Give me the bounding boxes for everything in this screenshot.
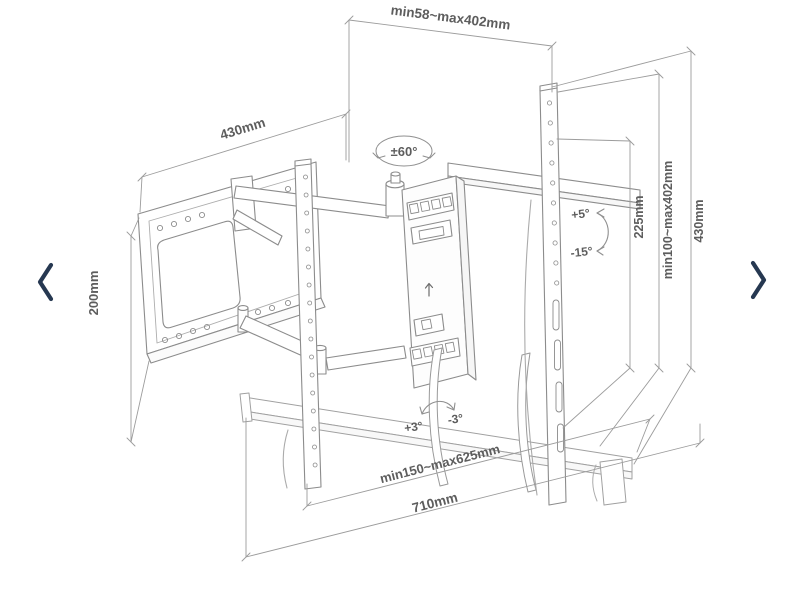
tilt-down-label: -15° [570,244,594,260]
dim-top-span-label: min58~max402mm [390,2,511,32]
tv-rail-left [282,158,322,490]
roll-symbol [419,400,456,415]
tilt-symbol [596,208,609,256]
tv-rail-right [524,82,567,506]
swivel-range-label: ±60° [391,144,418,159]
wall-plate [137,161,326,364]
orientation-arrow-icon [424,282,434,297]
swivel-symbol [372,135,436,167]
prev-image-button[interactable] [26,252,66,312]
vesa-bracket [401,175,477,389]
dim-inner-height-label: 225mm [632,195,646,238]
tilt-up-label: +5° [571,206,591,222]
dim-plate-height-label: 200mm [86,271,101,316]
dim-plate-width-label: 430mm [218,115,267,143]
roll-minus-label: -3° [447,411,464,427]
dim-overall-width-label: 710mm [410,490,459,516]
chevron-right-icon [750,260,767,300]
next-image-button[interactable] [738,250,778,310]
chevron-left-icon [37,262,54,302]
roll-plus-label: +3° [403,419,423,435]
dim-vesa-range-label: min100~max402mm [661,161,675,279]
dimension-lines [126,15,705,562]
dim-rail-height-label: 430mm [692,199,706,242]
